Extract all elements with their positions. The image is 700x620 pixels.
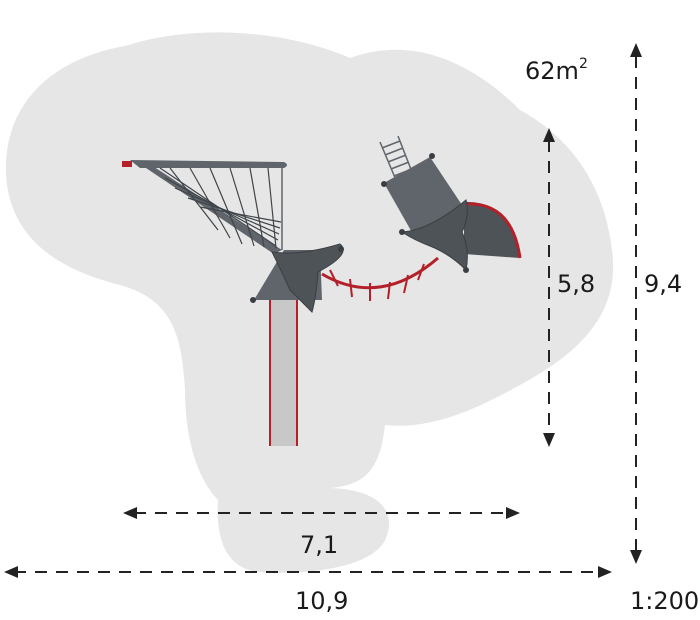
arrow-left-icon [123,507,137,519]
left-tower-post-cap [338,246,344,252]
arrow-down-icon [543,433,555,447]
slide [269,300,298,446]
arrow-up-icon [543,128,555,142]
left-tower-roof [271,243,344,313]
scale-label: 1:200 [630,587,699,615]
arrow-right-icon [506,507,520,519]
inner-height-label: 5,8 [557,270,595,298]
total-width-label: 10,9 [295,587,348,615]
climbing-net [122,160,287,254]
slide-chute [269,300,298,446]
spiral-slide [464,201,520,258]
curved-bridge [321,256,439,301]
arrow-up-icon [630,43,642,57]
right-tower-roof [400,199,468,272]
arrow-right-icon [598,566,612,578]
net-top-bar [130,160,287,168]
arrow-down-icon [630,550,642,564]
left-tower-post-cap [250,297,256,303]
left-tower [250,243,344,313]
area-label: 62m2 [525,56,588,85]
dimension-lines [4,43,642,578]
inner-width-label: 7,1 [300,531,338,559]
spiral-slide-rim [465,202,522,259]
net-top-bar-cap [122,161,132,167]
right-tower [379,135,522,273]
total-height-label: 9,4 [644,270,682,298]
ladder [379,135,413,181]
arrow-left-icon [4,566,18,578]
